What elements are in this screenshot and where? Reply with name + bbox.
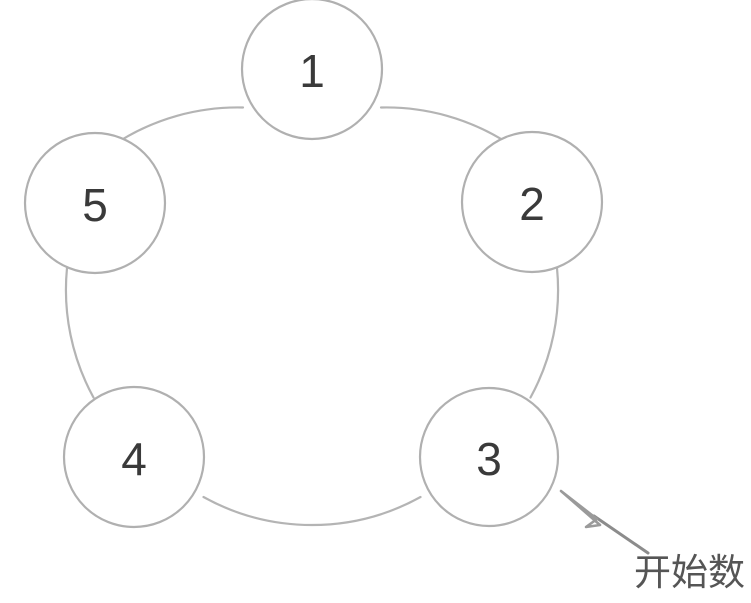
arrow-tail-line	[592, 514, 650, 555]
link-arc-4-5	[64, 266, 95, 399]
link-arcs	[64, 106, 560, 527]
node-label-4: 4	[121, 433, 147, 485]
node-group-1[interactable]: 1	[240, 0, 384, 141]
node-circle-1[interactable]	[240, 0, 384, 141]
node-label-5: 5	[82, 179, 108, 231]
node-circle-4[interactable]	[62, 385, 206, 529]
node-label-2: 2	[519, 178, 545, 230]
node-group-2[interactable]: 2	[460, 130, 604, 274]
link-arc-2-3	[529, 266, 560, 399]
annotation-text: 开始数	[634, 551, 745, 594]
node-circle-5[interactable]	[23, 131, 167, 275]
link-arc-1-2	[379, 106, 509, 145]
node-group-5[interactable]: 5	[23, 131, 167, 275]
link-arc-5-1	[115, 106, 245, 145]
link-arc-3-4	[202, 495, 422, 527]
arrow-head-icon	[559, 489, 602, 529]
node-label-1: 1	[299, 45, 325, 97]
node-label-3: 3	[476, 433, 502, 485]
annotation-arrow	[559, 489, 650, 555]
node-group-3[interactable]: 3	[418, 386, 560, 528]
node-circle-3[interactable]	[418, 386, 560, 528]
node-circle-2[interactable]	[460, 130, 604, 274]
node-group-4[interactable]: 4	[62, 385, 206, 529]
